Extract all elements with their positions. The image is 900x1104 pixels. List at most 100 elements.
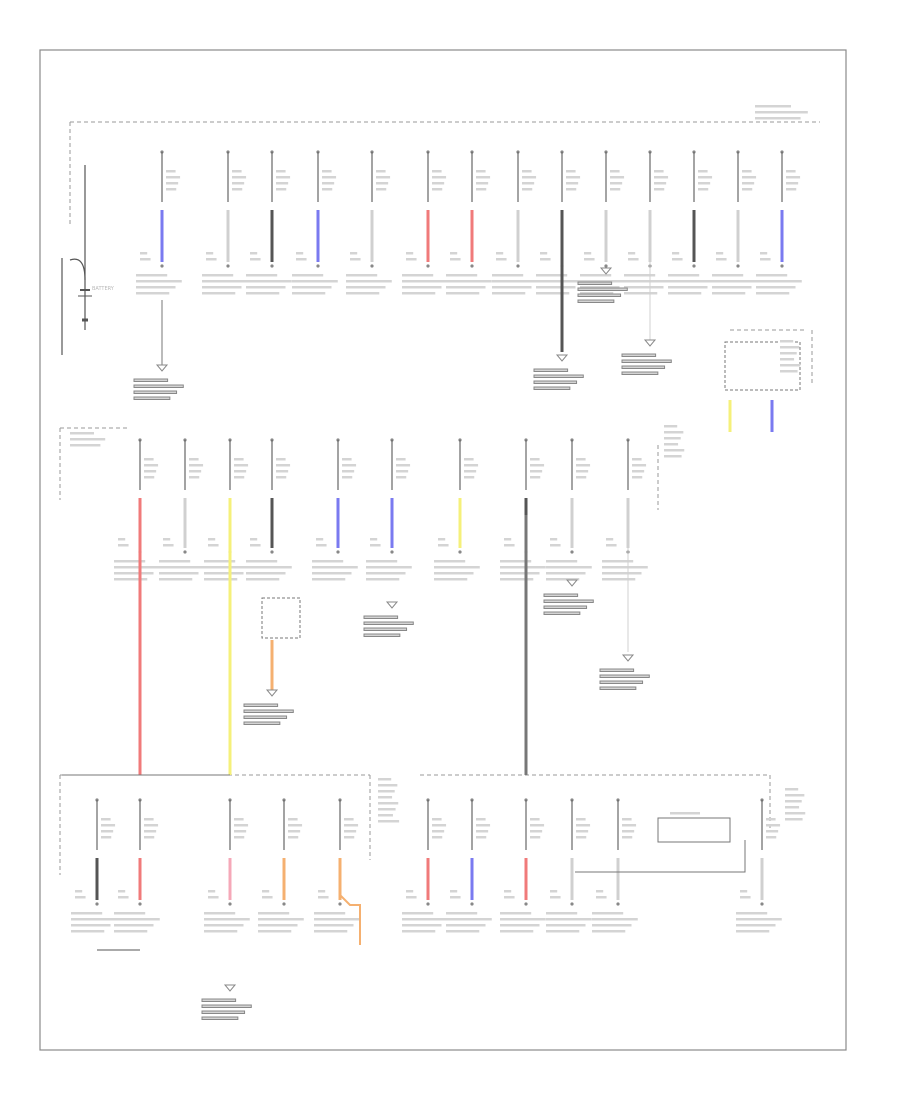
ground-triangle xyxy=(621,654,635,662)
terminal-dot xyxy=(282,902,286,906)
terminal-dot xyxy=(316,264,320,268)
label-text-block xyxy=(736,924,776,927)
label-text-block xyxy=(288,818,298,821)
label-text-block xyxy=(780,358,795,361)
label-text-block xyxy=(580,274,612,277)
terminal-dot xyxy=(458,550,462,554)
label-text-block xyxy=(712,292,746,295)
label-text-block xyxy=(376,176,391,179)
label-text-block xyxy=(533,374,584,378)
label-text-block xyxy=(276,470,289,473)
label-text-block xyxy=(101,818,111,821)
label-text-block xyxy=(464,464,479,467)
label-text-block xyxy=(366,566,412,569)
label-text-block xyxy=(406,896,417,899)
label-text-block xyxy=(246,292,280,295)
label-text-block xyxy=(546,572,586,575)
label-text-block xyxy=(322,188,333,191)
label-text-block xyxy=(712,280,758,283)
label-text-block xyxy=(716,252,724,255)
label-text-block xyxy=(363,621,414,625)
label-text-block xyxy=(370,544,381,547)
label-text-block xyxy=(344,836,355,839)
label-text-block xyxy=(114,930,148,933)
label-text-block xyxy=(166,182,179,185)
label-text-block xyxy=(760,258,771,261)
terminal-dot xyxy=(516,264,520,268)
label-text-block xyxy=(624,286,664,289)
label-text-block xyxy=(276,170,286,173)
label-text-block xyxy=(434,566,480,569)
label-text-block xyxy=(504,538,512,541)
lower-fuse-4 xyxy=(258,798,304,933)
terminal-dot xyxy=(226,264,230,268)
upper-fuse-14 xyxy=(756,150,802,295)
label-text-block xyxy=(432,188,443,191)
label-text-block xyxy=(318,896,329,899)
label-text-block xyxy=(577,293,622,297)
label-text-block xyxy=(492,286,532,289)
label-text-block xyxy=(536,280,582,283)
label-text-block xyxy=(654,170,664,173)
label-text-block xyxy=(500,560,532,563)
label-text-block xyxy=(159,572,199,575)
terminal-dot xyxy=(524,902,528,906)
lower-fuse-9 xyxy=(546,798,592,933)
terminal-dot xyxy=(570,902,574,906)
label-text-block xyxy=(546,918,592,921)
label-text-block xyxy=(344,830,357,833)
label-text-block xyxy=(530,458,540,461)
branch-wire xyxy=(339,894,361,945)
label-text-block xyxy=(133,396,171,400)
label-text-block xyxy=(144,824,159,827)
label-text-block xyxy=(71,918,117,921)
label-text-block xyxy=(785,800,802,803)
label-text-block xyxy=(75,890,83,893)
label-text-block xyxy=(580,286,620,289)
label-block-4 xyxy=(378,778,400,823)
battery-label: BATTERY xyxy=(92,286,115,292)
label-text-block xyxy=(622,836,633,839)
label-text-block xyxy=(322,176,337,179)
label-text-block xyxy=(780,340,794,343)
label-text-block xyxy=(159,560,191,563)
label-text-block xyxy=(370,538,378,541)
label-text-block xyxy=(496,258,507,261)
label-text-block xyxy=(500,918,546,921)
label-text-block xyxy=(476,188,487,191)
label-text-block xyxy=(144,818,154,821)
label-text-block xyxy=(234,476,245,479)
label-text-block xyxy=(476,836,487,839)
label-text-block xyxy=(438,544,449,547)
lower-fuse-7 xyxy=(446,798,492,933)
middle-fuse-4 xyxy=(246,438,292,581)
ground-triangle xyxy=(223,984,237,992)
terminal-dot xyxy=(370,264,374,268)
ground-symbol-5 xyxy=(543,579,594,615)
label-text-block xyxy=(446,280,492,283)
label-text-block xyxy=(204,566,250,569)
label-text-block xyxy=(250,538,258,541)
middle-fuse-6 xyxy=(366,438,412,581)
label-text-block xyxy=(312,566,358,569)
label-text-block xyxy=(464,470,477,473)
label-text-block xyxy=(378,790,395,793)
label-text-block xyxy=(664,455,682,458)
upper-fuse-5 xyxy=(346,150,392,295)
label-text-block xyxy=(670,812,700,815)
label-text-block xyxy=(780,352,797,355)
label-text-block xyxy=(450,258,461,261)
label-text-block xyxy=(492,274,524,277)
upper-fuse-11 xyxy=(624,150,670,295)
label-text-block xyxy=(621,371,659,375)
label-text-block xyxy=(622,830,635,833)
label-text-block xyxy=(566,170,576,173)
lower-harness-border xyxy=(59,774,771,875)
label-text-block xyxy=(204,924,244,927)
upper-fuse-10 xyxy=(580,150,626,295)
label-text-block xyxy=(577,287,628,291)
label-text-block xyxy=(576,818,586,821)
ground-symbol-6 xyxy=(599,654,650,690)
label-text-block xyxy=(396,464,411,467)
